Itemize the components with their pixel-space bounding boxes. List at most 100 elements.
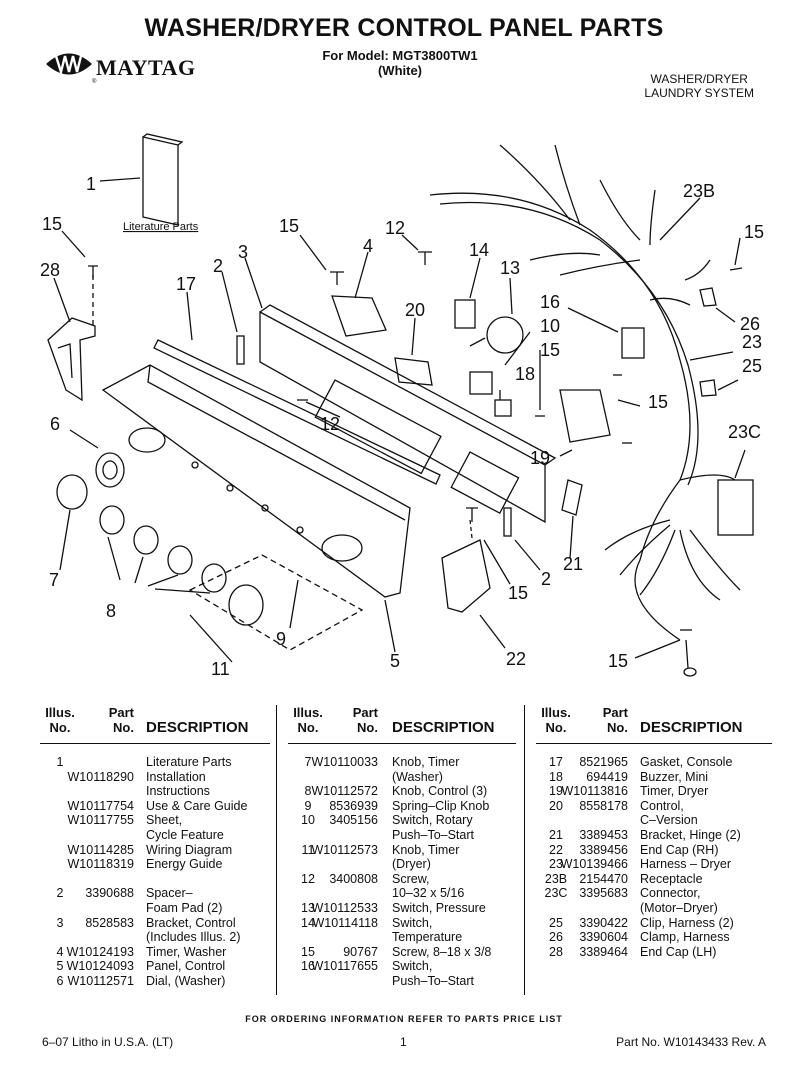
- callout: 12: [385, 218, 405, 238]
- illus-number: 15: [301, 944, 315, 959]
- exploded-parts-diagram: 1 15 28 17 2 3 15 4 12 14 13 20 10 16 15…: [40, 133, 764, 679]
- literature-parts-label: Literature Parts: [123, 221, 199, 233]
- callout: 23C: [728, 422, 761, 442]
- header-description: DESCRIPTION: [146, 719, 249, 736]
- callout: 23B: [683, 181, 715, 201]
- header-rule: [40, 743, 270, 744]
- part-number: 3389464: [579, 944, 628, 959]
- illus-number: 25: [549, 915, 563, 930]
- part-description: Bracket, Hinge (2): [640, 828, 741, 842]
- table-row: (Washer): [284, 770, 524, 785]
- part-description: Control,: [640, 798, 684, 813]
- illus-number: 28: [549, 944, 563, 959]
- illus-number: 11: [301, 842, 315, 857]
- part-number: W10117655: [311, 959, 379, 974]
- system-line-2: LAUNDRY SYSTEM: [644, 86, 754, 100]
- diagram-callouts: 1 15 28 17 2 3 15 4 12 14 13 20 10 16 15…: [40, 174, 764, 679]
- column-divider: [276, 705, 277, 995]
- part-number: 8521965: [579, 755, 628, 769]
- table-row: C–Version: [532, 813, 772, 828]
- part-description: Buzzer, Mini: [640, 769, 709, 784]
- header-rule: [536, 743, 772, 744]
- part-description: Switch, Pressure: [392, 901, 486, 915]
- footer-print-info: 6–07 Litho in U.S.A. (LT): [42, 1035, 174, 1049]
- model-number: For Model: MGT3800TW1: [322, 48, 478, 63]
- part-description: End Cap (LH): [640, 944, 717, 959]
- part-number: W10124193: [66, 944, 134, 959]
- callout: 6: [50, 414, 60, 434]
- part-number: 8536939: [329, 798, 378, 813]
- part-description: C–Version: [640, 813, 698, 828]
- illus-number: 23C: [544, 886, 568, 901]
- part-description: Panel, Control: [146, 959, 226, 974]
- part-description: Wiring Diagram: [146, 842, 233, 857]
- part-description: Screw, 8–18 x 3/8: [392, 944, 492, 959]
- part-number: 3389456: [579, 842, 628, 857]
- part-number: W10117754: [67, 798, 135, 813]
- part-description: Timer, Dryer: [640, 784, 709, 799]
- part-description: Foam Pad (2): [146, 901, 223, 915]
- callout: 11: [211, 659, 230, 679]
- illus-number: 1: [56, 755, 64, 769]
- part-number: W10113816: [561, 784, 629, 799]
- illus-number: 20: [549, 798, 563, 813]
- part-description: Spring–Clip Knob: [392, 798, 490, 813]
- callout: 2: [541, 569, 551, 589]
- illus-number: 26: [549, 930, 563, 945]
- callout: 13: [500, 258, 520, 278]
- table-row: Push–To–Start: [284, 828, 524, 843]
- part-description: Instructions: [146, 784, 210, 799]
- system-info: WASHER/DRYER LAUNDRY SYSTEM: [644, 72, 754, 100]
- callout: 4: [363, 236, 373, 256]
- table-row: Push–To–Start: [284, 974, 524, 989]
- part-number: W10112533: [311, 901, 379, 915]
- part-description: Cycle Feature: [146, 828, 224, 842]
- part-description: Knob, Timer: [392, 842, 460, 857]
- illus-number: 10: [301, 813, 315, 828]
- part-description: Knob, Control (3): [392, 784, 488, 799]
- callout: 2: [213, 256, 223, 276]
- part-description: Dial, (Washer): [146, 974, 226, 988]
- part-description: Screw,: [392, 871, 430, 886]
- illus-number: 16: [301, 959, 315, 974]
- table-row: Cycle Feature: [36, 828, 276, 843]
- table-row: Foam Pad (2): [36, 901, 276, 916]
- callout: 15: [279, 216, 299, 236]
- part-description: Clip, Harness (2): [640, 915, 734, 930]
- part-description: Switch,: [392, 915, 433, 930]
- illus-number: 18: [549, 769, 563, 784]
- illus-number: 12: [301, 871, 315, 886]
- part-description: Energy Guide: [146, 857, 223, 872]
- header-illus-no: Illus.No.: [45, 705, 75, 735]
- brand-registered-mark: ®: [92, 79, 97, 85]
- callout: 5: [390, 651, 400, 671]
- callout: 15: [508, 583, 528, 603]
- part-description: Harness – Dryer: [640, 857, 731, 872]
- part-description: 10–32 x 5/16: [392, 886, 465, 901]
- illus-number: 23B: [544, 871, 568, 886]
- illus-number: 13: [301, 901, 315, 915]
- part-number: W10112571: [67, 974, 135, 988]
- part-description: Bracket, Control: [146, 915, 236, 930]
- part-description: Receptacle: [640, 871, 703, 886]
